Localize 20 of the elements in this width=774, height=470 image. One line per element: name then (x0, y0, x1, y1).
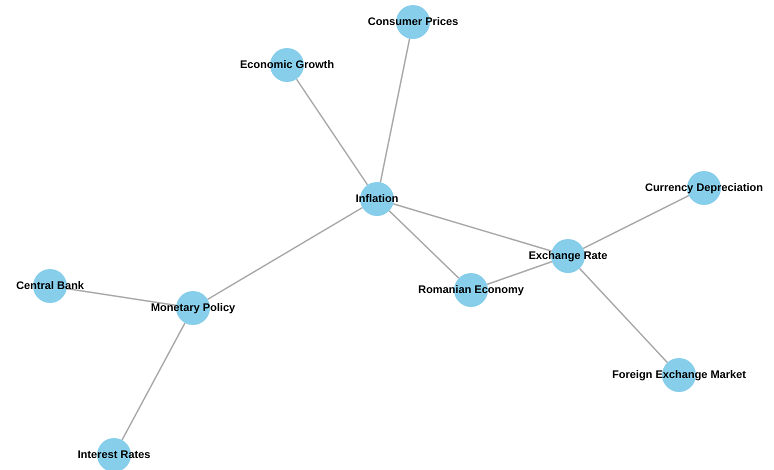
connector-line (66, 288, 176, 306)
connector-line (582, 194, 690, 250)
connector-line (121, 322, 186, 440)
connector-line (579, 268, 668, 364)
connector-line (486, 260, 552, 286)
node-label: Exchange Rate (528, 250, 608, 262)
node-label: Consumer Prices (368, 16, 458, 28)
connector-line (393, 203, 552, 252)
node-label: Interest Rates (78, 449, 150, 461)
node-label: Economic Growth (240, 59, 334, 71)
connector-line (380, 38, 410, 182)
node-label: Foreign Exchange Market (612, 369, 746, 381)
node-label: Monetary Policy (150, 302, 236, 314)
connector-line (388, 210, 460, 279)
connector-line (296, 78, 368, 186)
node-label: Currency Depreciation (645, 182, 763, 194)
node-label: Central Bank (16, 280, 84, 292)
connector-line (207, 207, 363, 300)
node-label: Inflation (356, 193, 398, 205)
node-label: Romanian Economy (418, 284, 524, 296)
